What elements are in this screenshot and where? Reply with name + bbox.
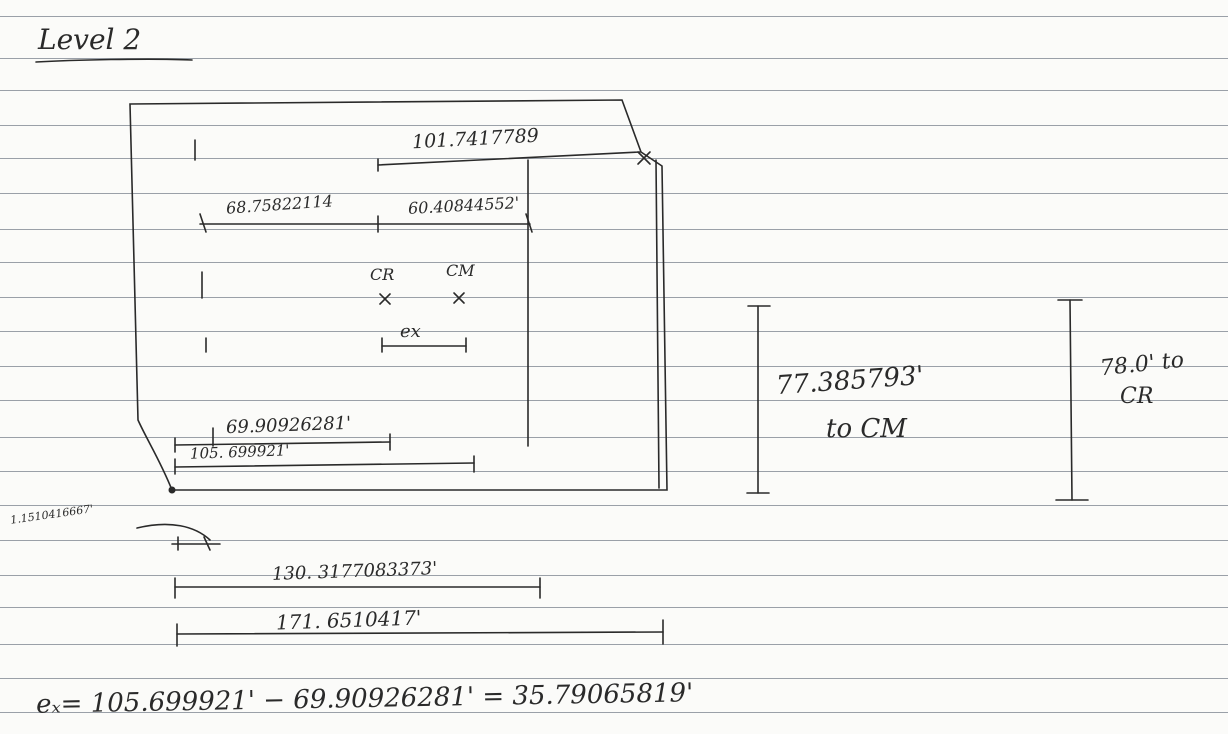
tick — [746, 305, 771, 494]
ruled-line — [0, 678, 1228, 679]
ruled-line — [0, 229, 1228, 230]
vdim-cm-to: to CM — [826, 414, 907, 444]
tick — [381, 337, 467, 353]
tick — [176, 619, 664, 647]
dim-line-171 — [176, 631, 664, 635]
vdim-cr-to: CR — [1120, 384, 1154, 409]
offset-arrow — [136, 523, 211, 541]
ruled-line — [0, 505, 1228, 506]
ruled-line — [0, 712, 1228, 713]
ruled-line — [0, 575, 1228, 576]
cr-x-dim-label: 69.90926281' — [225, 412, 352, 439]
cm-marker — [453, 292, 465, 304]
tick — [177, 536, 211, 551]
ruled-line — [0, 540, 1228, 541]
vdim-cr-line — [1069, 299, 1073, 501]
page-title: Level 2 — [38, 23, 142, 56]
ruled-line — [0, 125, 1228, 126]
ruled-line — [0, 400, 1228, 401]
ruled-line — [0, 58, 1228, 59]
ruled-line — [0, 644, 1228, 645]
tick — [525, 213, 533, 233]
ruled-line — [0, 607, 1228, 608]
cr-marker — [379, 293, 391, 305]
tick — [174, 577, 541, 599]
ruled-line — [0, 158, 1228, 159]
right-wall-inner — [655, 159, 660, 489]
dim-line-top — [377, 151, 641, 166]
dim-171-label: 171. 6510417' — [275, 605, 422, 635]
dim-line-105 — [174, 462, 475, 468]
cr-label: CR — [370, 265, 395, 284]
dim-line-69 — [174, 441, 391, 446]
ruled-line — [0, 16, 1228, 17]
ruled-line — [0, 331, 1228, 332]
ruled-line — [0, 262, 1228, 263]
tick — [174, 433, 391, 453]
ruled-line — [0, 90, 1228, 91]
tick — [199, 213, 207, 233]
cm-label: CM — [446, 261, 475, 280]
tick — [1055, 299, 1089, 501]
building-outline — [129, 99, 668, 491]
ex-label: ex — [400, 321, 421, 342]
title-underline — [35, 58, 193, 63]
cm-x-dim-label: 105. 699921' — [189, 441, 290, 463]
corner-mark — [637, 151, 651, 165]
ruled-line — [0, 193, 1228, 194]
tick — [174, 455, 475, 475]
ruled-line — [0, 471, 1228, 472]
ruled-line — [0, 437, 1228, 438]
ruled-line — [0, 297, 1228, 298]
ruled-line — [0, 366, 1228, 367]
origin-dot — [168, 486, 176, 494]
